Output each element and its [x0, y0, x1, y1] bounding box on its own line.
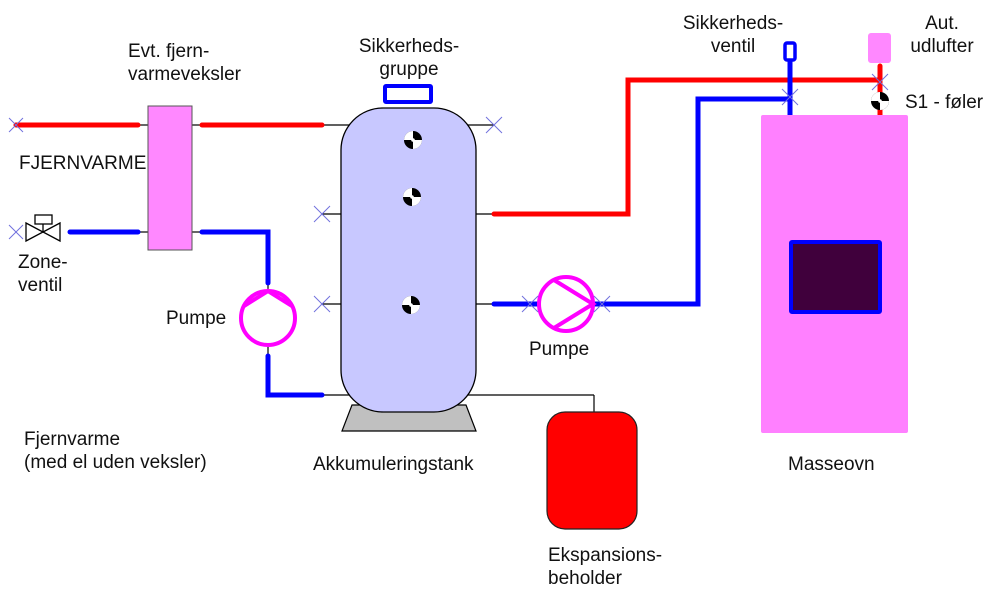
accumulation-tank: [340, 107, 477, 413]
stove-door: [789, 240, 882, 314]
air-vent-label: Aut. udlufter: [896, 12, 988, 58]
pump-left-label: Pumpe: [166, 308, 227, 329]
zone-valve-label-line2: ventil: [18, 275, 63, 296]
end-cap-icon: [871, 73, 889, 91]
pump-right-label: Pumpe: [529, 339, 590, 360]
safety-group-icon: [383, 84, 433, 104]
expansion-vessel-label: Ekspansions- beholder: [548, 544, 662, 590]
air-vent-label-line1: Aut.: [925, 13, 959, 34]
district-heating-label: FJERNVARME: [19, 153, 147, 174]
sensor-icon: [402, 296, 420, 314]
air-vent-icon: [868, 33, 891, 63]
s1-sensor-label: S1 - føler: [905, 92, 984, 113]
expansion-vessel: [546, 411, 638, 530]
district-heating-note-line1: Fjernvarme: [24, 429, 121, 450]
pump-right-icon: [537, 275, 597, 333]
safety-group-label-line1: Sikkerheds-: [358, 36, 460, 57]
hot-pipe-tank-to-stove: [491, 77, 883, 217]
expansion-vessel-label-line2: beholder: [548, 568, 622, 589]
exchanger-label: Evt. fjern- varmeveksler: [128, 40, 241, 86]
sensor-icon: [404, 131, 422, 149]
end-cap-icon: [521, 295, 539, 313]
s1-sensor-icon: [871, 92, 889, 110]
heat-exchanger: [147, 105, 193, 251]
air-vent-label-line2: udlufter: [910, 36, 974, 57]
exchanger-label-line1: Evt. fjern-: [128, 41, 210, 62]
safety-group-label: Sikkerheds- gruppe: [346, 35, 472, 81]
end-cap-icon: [593, 295, 611, 313]
safety-valve-label-line1: Sikkerheds-: [682, 13, 784, 34]
safety-group-label-line2: gruppe: [379, 59, 439, 80]
tank-label: Akkumuleringstank: [313, 454, 474, 475]
safety-valve-label: Sikkerheds- ventil: [675, 12, 791, 58]
cold-pipe-exchanger-to-pump: [199, 229, 271, 286]
end-cap-icon: [485, 116, 503, 134]
pump-left-icon: [239, 288, 297, 347]
end-cap-icon: [781, 88, 799, 106]
exchanger-label-line2: varmeveksler: [128, 64, 241, 85]
end-cap-markers: [8, 73, 889, 313]
zone-valve-label-line1: Zone-: [18, 252, 68, 273]
district-heating-note: Fjernvarme (med el uden veksler): [24, 428, 207, 474]
end-cap-icon: [8, 224, 24, 240]
stove-label: Masseovn: [788, 454, 875, 475]
end-cap-icon: [313, 205, 331, 223]
sensor-icon: [403, 188, 421, 206]
end-cap-icon: [313, 295, 331, 313]
zone-valve-label: Zone- ventil: [18, 251, 68, 297]
hot-pipes: [13, 63, 883, 217]
district-heating-note-line2: (med el uden veksler): [24, 452, 207, 473]
end-cap-icon: [8, 117, 24, 133]
cold-pipe-pump-to-tank: [265, 353, 325, 398]
zone-valve-icon: [25, 214, 61, 243]
safety-valve-icon: [783, 41, 797, 62]
expansion-vessel-label-line1: Ekspansions-: [548, 545, 663, 566]
tank-sensors: [402, 131, 422, 314]
cold-pipe-pump-to-stove: [591, 96, 793, 307]
safety-valve-label-line2: ventil: [710, 36, 756, 57]
